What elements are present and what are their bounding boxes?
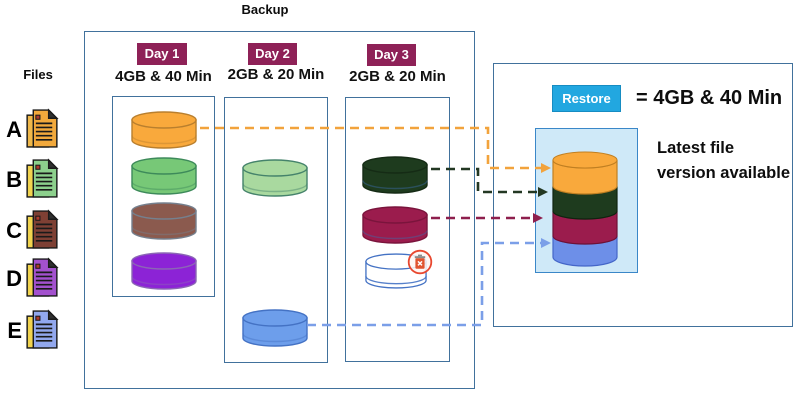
file-label-c: C: [6, 218, 22, 243]
file-label-e: E: [7, 318, 22, 343]
backup-outer-box: [84, 31, 475, 389]
day3-badge: Day 3: [367, 44, 416, 66]
day1-cylinder-file-b: [131, 157, 197, 195]
file-a-document-icon: [26, 108, 59, 148]
restore-stats: = 4GB & 40 Min: [636, 87, 783, 109]
day3-cylinder-file-b: [362, 156, 428, 194]
file-label-b: B: [6, 167, 22, 192]
file-label-a: A: [6, 117, 22, 142]
restore-stacked-cylinder: [552, 151, 618, 267]
day1-badge: Day 1: [137, 43, 187, 65]
day3-stats: 2GB & 20 Min: [349, 68, 446, 85]
day2-cylinder-file-e: [242, 309, 308, 347]
day3-column-box: [345, 97, 450, 362]
day2-column-box: [224, 97, 328, 363]
file-e-document-icon: [26, 309, 59, 349]
restore-outer-box: [493, 63, 793, 327]
day1-cylinder-file-a: [131, 111, 197, 149]
file-c-document-icon: [26, 209, 59, 249]
file-d-document-icon: [26, 257, 59, 297]
backup-title: Backup: [241, 2, 289, 17]
day2-cylinder-file-b: [242, 159, 308, 197]
files-label: Files: [23, 67, 53, 82]
day1-cylinder-file-d: [131, 252, 197, 290]
restore-note: Latest file version available: [657, 139, 790, 182]
day2-badge: Day 2: [248, 43, 297, 65]
day2-stats: 2GB & 20 Min: [227, 66, 325, 83]
file-b-document-icon: [26, 158, 59, 198]
day1-cylinder-file-c: [131, 202, 197, 240]
day1-column-box: [112, 96, 215, 297]
day1-stats: 4GB & 40 Min: [115, 68, 212, 85]
restore-stack-top: [552, 151, 618, 169]
restore-button: Restore: [552, 85, 621, 112]
trash-x-icon: [407, 249, 433, 275]
day3-cylinder-file-c: [362, 206, 428, 244]
file-label-d: D: [6, 266, 22, 291]
